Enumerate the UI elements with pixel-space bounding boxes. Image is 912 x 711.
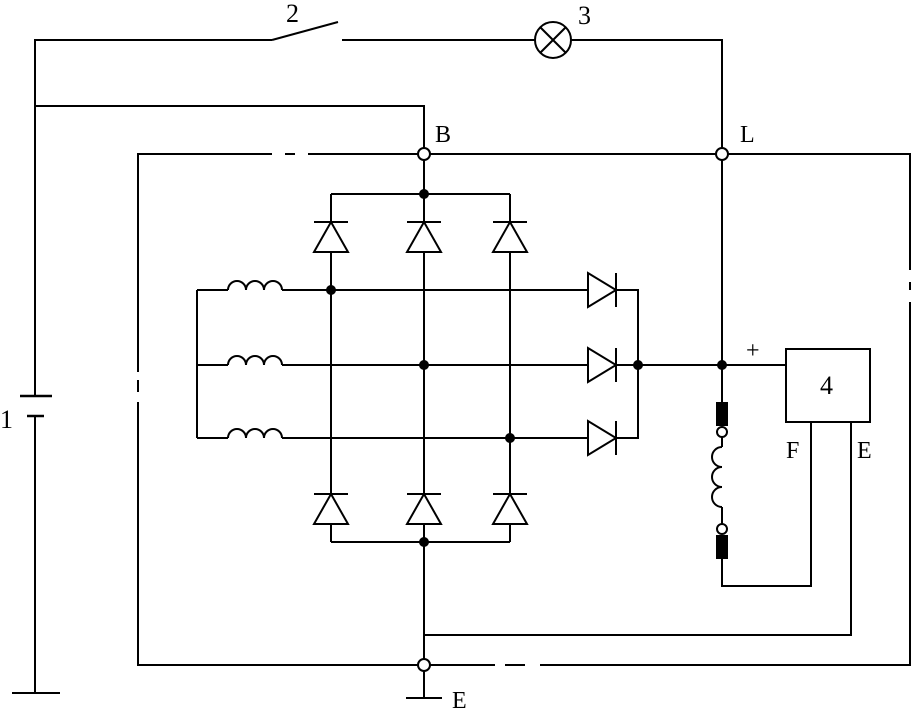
stator-coil-1 — [197, 280, 588, 291]
diode-lower-1 — [312, 491, 350, 525]
slip-ring-upper — [716, 402, 728, 426]
label-switch: 2 — [286, 0, 299, 28]
stator-coil-2 — [197, 355, 588, 366]
ground-terminal — [406, 670, 442, 699]
slip-ring-lower — [716, 535, 728, 559]
label-terminal-e-regulator: E — [857, 438, 872, 464]
exciter-diode-3 — [587, 419, 618, 457]
indicator-lamp — [534, 21, 723, 154]
junction-dots — [326, 189, 727, 547]
field-circuit — [424, 160, 852, 636]
terminal-b — [417, 147, 431, 161]
ignition-switch — [271, 21, 535, 41]
alternator-housing — [137, 153, 911, 666]
label-terminal-e-ground: E — [452, 688, 467, 711]
battery-wiring — [12, 39, 425, 694]
upper-diodes — [312, 219, 529, 253]
label-battery: 1 — [0, 405, 13, 434]
exciter-diode-1 — [587, 271, 618, 309]
label-terminal-l: L — [740, 122, 755, 148]
exciter-diode-2 — [587, 346, 618, 384]
label-plus: + — [746, 338, 760, 364]
exciter-diodes — [587, 271, 722, 457]
diode-lower-2 — [405, 491, 443, 525]
stator-windings — [196, 280, 588, 439]
label-terminal-b: B — [435, 122, 451, 148]
diode-upper-3 — [491, 219, 529, 253]
lower-diodes — [312, 491, 529, 525]
label-lamp: 3 — [578, 1, 591, 30]
label-regulator: 4 — [820, 371, 833, 400]
battery-symbol — [20, 394, 52, 418]
diode-upper-1 — [312, 219, 350, 253]
terminal-l — [715, 147, 729, 161]
voltage-regulator-box — [785, 348, 871, 423]
terminal-e — [417, 658, 431, 672]
label-terminal-f: F — [786, 438, 799, 464]
diode-upper-2 — [405, 219, 443, 253]
stator-coil-3 — [197, 428, 588, 439]
diode-lower-3 — [491, 491, 529, 525]
